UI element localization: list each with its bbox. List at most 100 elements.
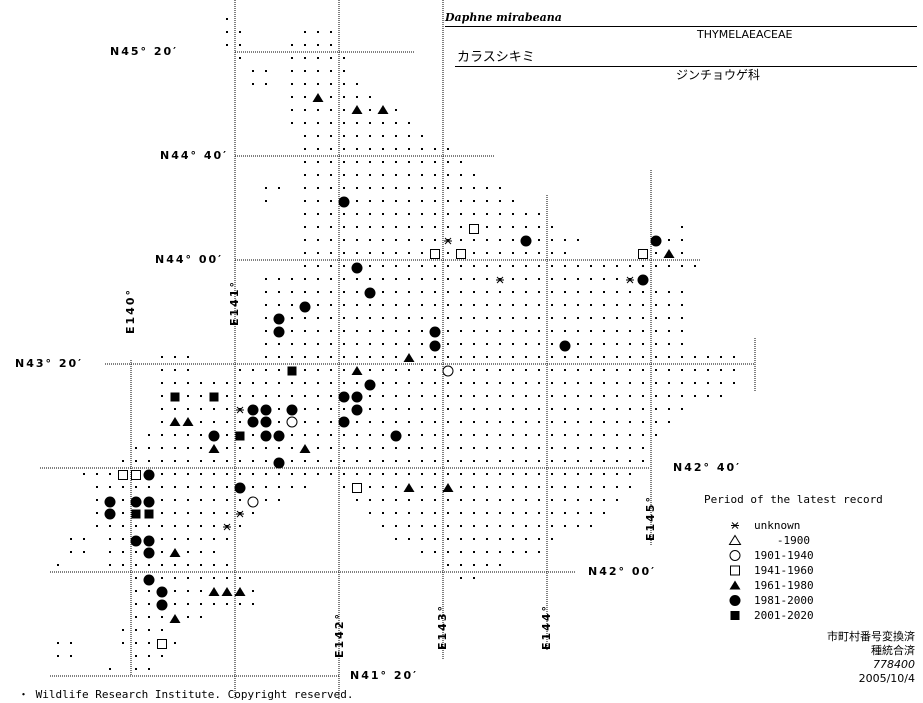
asterisk-marker — [626, 276, 634, 284]
grid-dot — [265, 473, 267, 475]
grid-dot — [629, 486, 631, 488]
grid-dot — [70, 642, 72, 644]
triangle-filled-marker — [182, 417, 194, 426]
grid-dot — [447, 187, 449, 189]
grid-dot — [408, 265, 410, 267]
circle-filled-marker — [234, 482, 246, 494]
grid-dot — [343, 343, 345, 345]
grid-dot — [447, 252, 449, 254]
grid-dot — [304, 395, 306, 397]
grid-dot — [538, 512, 540, 514]
grid-dot — [278, 395, 280, 397]
grid-dot — [421, 148, 423, 150]
grid-dot — [200, 486, 202, 488]
grid-dot — [434, 265, 436, 267]
grid-dot — [512, 538, 514, 540]
grid-dot — [447, 213, 449, 215]
grid-dot — [460, 382, 462, 384]
grid-dot — [473, 278, 475, 280]
grid-dot — [330, 96, 332, 98]
grid-dot — [161, 460, 163, 462]
grid-dot — [213, 564, 215, 566]
grid-dot — [187, 486, 189, 488]
grid-dot — [187, 447, 189, 449]
grid-dot — [278, 382, 280, 384]
grid-dot — [512, 447, 514, 449]
triangle-filled-marker — [299, 444, 311, 453]
grid-dot — [421, 200, 423, 202]
grid-dot — [486, 525, 488, 527]
grid-dot — [616, 382, 618, 384]
grid-dot — [369, 135, 371, 137]
grid-dot — [616, 343, 618, 345]
grid-dot — [616, 447, 618, 449]
grid-dot — [681, 317, 683, 319]
triangle-open-icon — [728, 534, 742, 545]
grid-dot — [83, 473, 85, 475]
grid-dot — [213, 486, 215, 488]
grid-dot — [694, 265, 696, 267]
grid-dot — [278, 473, 280, 475]
family-name-japanese: ジンチョウゲ科 — [676, 68, 761, 82]
grid-dot — [538, 551, 540, 553]
grid-dot — [564, 408, 566, 410]
legend-label: 1981-2000 — [754, 594, 814, 607]
grid-dot — [135, 460, 137, 462]
grid-dot — [109, 525, 111, 527]
grid-dot — [681, 395, 683, 397]
grid-dot — [395, 304, 397, 306]
grid-dot — [226, 31, 228, 33]
grid-dot — [525, 408, 527, 410]
grid-dot — [200, 499, 202, 501]
asterisk-marker — [496, 276, 504, 284]
grid-dot — [447, 278, 449, 280]
circle-filled-marker — [273, 326, 285, 338]
grid-dot — [408, 447, 410, 449]
grid-dot — [278, 304, 280, 306]
circle-filled-marker — [247, 416, 259, 428]
grid-dot — [616, 395, 618, 397]
grid-dot — [616, 460, 618, 462]
grid-dot — [200, 408, 202, 410]
grid-dot — [577, 460, 579, 462]
grid-dot — [304, 369, 306, 371]
grid-dot — [317, 395, 319, 397]
grid-dot — [434, 447, 436, 449]
grid-dot — [408, 473, 410, 475]
grid-dot — [538, 538, 540, 540]
grid-dot — [525, 252, 527, 254]
grid-dot — [486, 317, 488, 319]
grid-dot — [642, 330, 644, 332]
grid-dot — [629, 330, 631, 332]
asterisk-marker — [236, 406, 244, 414]
grid-dot — [668, 356, 670, 358]
grid-dot — [382, 486, 384, 488]
grid-dot — [330, 343, 332, 345]
grid-dot — [369, 174, 371, 176]
grid-dot — [317, 109, 319, 111]
grid-dot — [213, 603, 215, 605]
grid-dot — [473, 213, 475, 215]
grid-dot — [57, 655, 59, 657]
grid-dot — [525, 226, 527, 228]
grid-dot — [460, 551, 462, 553]
grid-dot — [200, 460, 202, 462]
grid-dot — [564, 434, 566, 436]
grid-dot — [408, 369, 410, 371]
grid-dot — [564, 486, 566, 488]
grid-dot — [616, 356, 618, 358]
grid-dot — [395, 538, 397, 540]
grid-dot — [434, 369, 436, 371]
grid-dot — [603, 278, 605, 280]
grid-dot — [382, 395, 384, 397]
grid-dot — [408, 330, 410, 332]
circle-filled-marker — [520, 235, 532, 247]
grid-dot — [330, 317, 332, 319]
grid-dot — [551, 499, 553, 501]
grid-dot — [616, 473, 618, 475]
grid-dot — [278, 356, 280, 358]
grid-dot — [512, 512, 514, 514]
grid-dot — [343, 161, 345, 163]
grid-dot — [460, 187, 462, 189]
grid-dot — [577, 525, 579, 527]
